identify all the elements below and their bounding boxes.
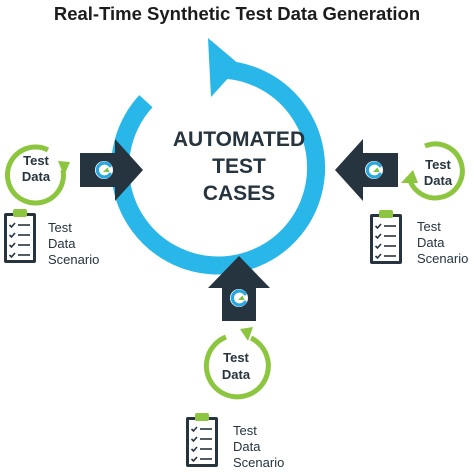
cycle-label-line-2: Data	[22, 169, 51, 184]
input-arrow-left	[80, 139, 143, 201]
clipboard-checklist-icon	[3, 208, 37, 264]
g-logo-icon	[363, 159, 385, 181]
scenario-label-line-1: Test	[233, 423, 257, 438]
diagram-title: Real-Time Synthetic Test Data Generation	[54, 3, 420, 24]
scenario-label-line-2: Data	[48, 236, 76, 251]
cycle-label-line-2: Data	[424, 173, 453, 188]
test-data-node-left: Test Data Test Data Scenario	[3, 144, 99, 267]
circular-arrow-icon	[4, 144, 70, 206]
test-data-node-bottom: Test Data Test Data Scenario	[185, 327, 284, 470]
scenario-label-line-2: Data	[417, 235, 445, 250]
center-label: AUTOMATED TEST CASES	[173, 128, 305, 205]
scenario-label-line-3: Scenario	[233, 455, 284, 470]
center-line-3: CASES	[203, 182, 275, 205]
center-line-1: AUTOMATED	[173, 128, 305, 151]
cycle-label-line-2: Data	[222, 367, 251, 382]
test-data-node-right: Test Data Test Data Scenario	[369, 141, 468, 266]
g-logo-icon	[228, 287, 250, 309]
cycle-arrowhead	[208, 38, 240, 97]
g-logo-icon	[93, 159, 115, 181]
cycle-label-line-1: Test	[23, 153, 49, 168]
scenario-label-line-1: Test	[417, 219, 441, 234]
center-line-2: TEST	[212, 155, 266, 178]
input-arrow-bottom	[208, 256, 270, 321]
chevron-arrow-icon	[208, 256, 270, 321]
cycle-label-line-1: Test	[425, 157, 451, 172]
cycle-label-line-1: Test	[223, 350, 249, 365]
cycle-ring	[111, 38, 326, 275]
scenario-label-line-3: Scenario	[417, 251, 468, 266]
clipboard-checklist-icon	[185, 412, 219, 468]
circular-arrow-icon	[401, 141, 465, 201]
scenario-label-line-1: Test	[48, 220, 72, 235]
scenario-label-line-3: Scenario	[48, 252, 99, 267]
input-arrow-right	[335, 139, 398, 201]
clipboard-checklist-icon	[369, 209, 403, 265]
scenario-label-line-2: Data	[233, 439, 261, 454]
circular-arrow-icon	[203, 327, 271, 400]
